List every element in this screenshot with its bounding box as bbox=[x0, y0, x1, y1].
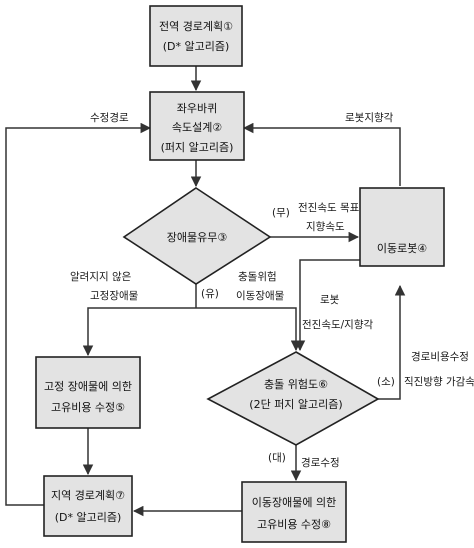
fixed-cost-line2: 고유비용 수정⑤ bbox=[51, 401, 125, 414]
edge-labels: 수정경로 로봇지향각 (무) 전진속도 목표 지향속도 알려지지 않은 고정장애… bbox=[70, 111, 474, 469]
node-global-path-planning: 전역 경로계획① (D* 알고리즘) bbox=[149, 5, 243, 67]
label-exists-tag: (유) bbox=[201, 288, 219, 300]
fixed-cost-line1: 고정 장애물에 의한 bbox=[44, 380, 132, 393]
wheel-speed-line2: 속도설계② bbox=[172, 121, 222, 134]
label-robot-line2: 전진속도/지향각 bbox=[302, 319, 373, 331]
label-corrected-path: 수정경로 bbox=[90, 111, 129, 124]
label-cost-fix-line2: 직진방향 가감속 bbox=[404, 376, 474, 388]
node-collision-risk: 충돌 위험도⑥ (2단 퍼지 알고리즘) bbox=[206, 351, 380, 446]
label-robot-heading: 로봇지향각 bbox=[345, 112, 394, 124]
connectors bbox=[5, 66, 406, 517]
label-large-tag: (대) bbox=[268, 452, 286, 464]
arrow-robot-heading bbox=[242, 122, 401, 186]
collision-risk-line1: 충돌 위험도⑥ bbox=[264, 378, 328, 391]
label-small-tag: (소) bbox=[377, 376, 395, 388]
label-target-line1: 전진속도 목표 bbox=[298, 202, 360, 214]
obstacle-decision-label: 장애물유무③ bbox=[167, 231, 228, 244]
label-robot-line1: 로봇 bbox=[320, 294, 340, 306]
arrow-to-collision-risk bbox=[196, 307, 302, 352]
node-wheel-speed-design: 좌우바퀴 속도설계② (퍼지 알고리즘) bbox=[149, 91, 245, 161]
label-collision-line2: 이동장애물 bbox=[236, 290, 285, 302]
moving-cost-line1: 이동장애물에 의한 bbox=[252, 496, 336, 509]
label-none-tag: (무) bbox=[272, 207, 290, 219]
node-fixed-obstacle-cost: 고정 장애물에 의한 고유비용 수정⑤ bbox=[35, 356, 141, 429]
arrow-corrected-path bbox=[5, 122, 152, 506]
node-mobile-robot: 이동로봇④ bbox=[359, 187, 445, 267]
wheel-speed-line3: (퍼지 알고리즘) bbox=[161, 140, 234, 154]
node-obstacle-decision: 장애물유무③ bbox=[122, 187, 272, 285]
wheel-speed-line1: 좌우바퀴 bbox=[177, 102, 217, 115]
label-collision-line1: 충돌위험 bbox=[238, 270, 277, 283]
label-unknown-line2: 고정장애물 bbox=[90, 290, 139, 302]
label-unknown-line1: 알려지지 않은 bbox=[70, 271, 132, 283]
collision-risk-line2: (2단 퍼지 알고리즘) bbox=[249, 397, 342, 411]
local-path-line1: 지역 경로계획⑦ bbox=[51, 489, 125, 502]
arrow-collision-small bbox=[378, 284, 406, 400]
local-path-line2: (D* 알고리즘) bbox=[55, 510, 122, 524]
node-local-path-planning: 지역 경로계획⑦ (D* 알고리즘) bbox=[43, 475, 133, 537]
moving-cost-line2: 고유비용 수정⑧ bbox=[257, 518, 331, 531]
mobile-robot-label: 이동로봇④ bbox=[377, 242, 427, 255]
arrow-to-fixed-cost bbox=[82, 307, 196, 357]
label-path-fix: 경로수정 bbox=[301, 456, 340, 469]
node-moving-obstacle-cost: 이동장애물에 의한 고유비용 수정⑧ bbox=[241, 481, 347, 543]
global-path-line1: 전역 경로계획① bbox=[159, 20, 233, 33]
global-path-line2: (D* 알고리즘) bbox=[163, 39, 230, 53]
label-target-line2: 지향속도 bbox=[306, 221, 345, 233]
label-cost-fix-line1: 경로비용수정 bbox=[411, 350, 469, 363]
